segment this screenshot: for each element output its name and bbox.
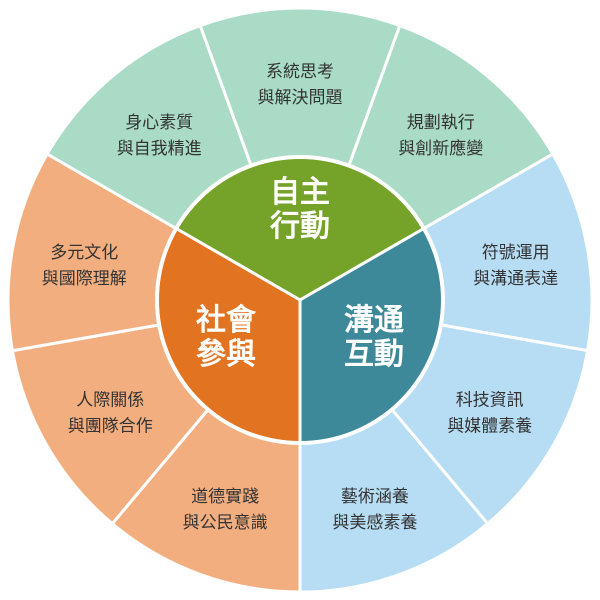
- outer-label-line: 人際關係: [76, 391, 144, 411]
- outer-label-line: 規劃執行: [407, 113, 475, 133]
- outer-label-line: 與自我精進: [117, 139, 202, 159]
- core-label-3: 社會參與: [196, 303, 257, 372]
- outer-label-line: 與溝通表達: [473, 269, 558, 289]
- outer-label-9: 身心素質與自我精進: [117, 113, 202, 159]
- outer-label-line: 與國際理解: [42, 269, 127, 289]
- outer-label-line: 多元文化: [50, 243, 118, 263]
- core-label-2: 溝通互動: [344, 303, 404, 372]
- outer-label-line: 身心素質: [125, 113, 193, 133]
- outer-label-line: 與創新應變: [398, 138, 483, 159]
- core-circle: [155, 155, 445, 445]
- outer-label-line: 道德實踐: [191, 487, 259, 507]
- core-label-line: 互動: [344, 337, 404, 372]
- outer-label-line: 藝術涵養: [341, 487, 409, 507]
- outer-label-5: 藝術涵養與美感素養: [332, 487, 417, 533]
- outer-label-6: 道德實踐與公民意識: [183, 487, 268, 533]
- core-label-line: 社會: [196, 303, 257, 338]
- outer-label-8: 多元文化與國際理解: [42, 243, 127, 289]
- outer-label-line: 符號運用: [482, 243, 550, 263]
- outer-label-1: 系統思考與解決問題: [258, 62, 343, 108]
- outer-label-line: 與媒體素養: [447, 417, 532, 437]
- outer-segment-1: [198, 6, 402, 305]
- outer-label-line: 科技資訊: [456, 391, 524, 411]
- outer-ring: [6, 6, 594, 594]
- core-label-line: 參與: [196, 337, 256, 372]
- outer-label-2: 規劃執行與創新應變: [398, 113, 483, 159]
- outer-label-line: 與公民意識: [183, 513, 268, 533]
- outer-label-4: 科技資訊與媒體素養: [447, 391, 532, 437]
- core-rim: [155, 155, 445, 445]
- core-label-line: 自主: [270, 175, 330, 210]
- outer-label-7: 人際關係與團隊合作: [68, 391, 153, 437]
- core-label-line: 溝通: [344, 303, 404, 338]
- core-label-1: 自主行動: [269, 175, 330, 244]
- outer-label-3: 符號運用與溝通表達: [473, 243, 558, 289]
- outer-label-line: 與解決問題: [258, 88, 343, 108]
- outer-label-line: 與美感素養: [332, 513, 417, 533]
- outer-label-line: 系統思考: [266, 62, 334, 82]
- outer-label-line: 與團隊合作: [68, 417, 153, 437]
- core-label-line: 行動: [269, 209, 330, 244]
- outer-labels: 系統思考與解決問題規劃執行與創新應變符號運用與溝通表達科技資訊與媒體素養藝術涵養…: [42, 62, 558, 533]
